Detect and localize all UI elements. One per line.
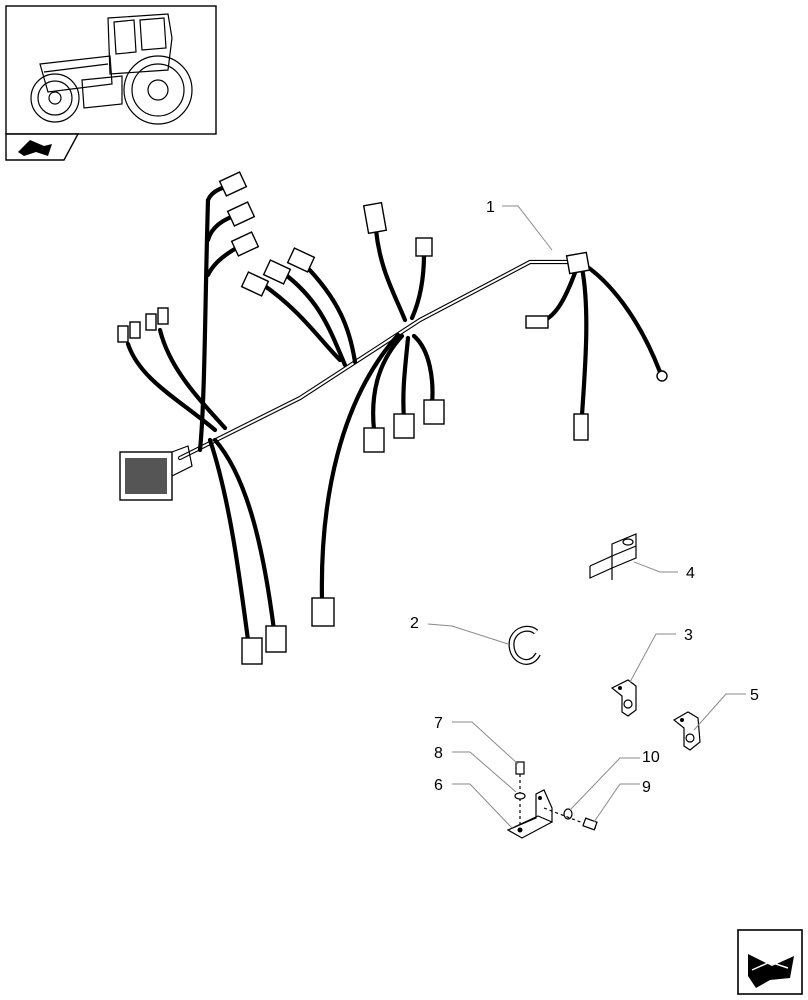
connector-plug bbox=[145, 307, 169, 331]
main-wiring-harness bbox=[117, 171, 668, 665]
connector-plug bbox=[311, 597, 335, 627]
connector-plug bbox=[415, 237, 433, 257]
bolt-part-7 bbox=[515, 761, 525, 828]
callout-4: 4 bbox=[686, 565, 695, 582]
callout-2: 2 bbox=[410, 615, 419, 632]
connector-plug bbox=[393, 413, 415, 439]
connector-plug bbox=[525, 315, 549, 329]
callout-1: 1 bbox=[486, 199, 495, 216]
washer-part-8 bbox=[514, 792, 526, 800]
leader-lines bbox=[427, 205, 746, 829]
page-back-arrow-icon[interactable] bbox=[5, 133, 80, 161]
clamp-ring-part-2 bbox=[508, 625, 541, 665]
clip-part-4 bbox=[589, 533, 637, 580]
callout-10: 10 bbox=[642, 749, 660, 766]
connector-plug bbox=[240, 271, 270, 297]
connector-plug bbox=[286, 247, 316, 273]
bracket-part-5 bbox=[672, 711, 701, 751]
connector-plug bbox=[117, 321, 141, 343]
callout-labels: 1 2 3 4 5 6 7 8 9 10 bbox=[410, 199, 759, 796]
tractor-thumbnail-icon[interactable] bbox=[5, 5, 217, 135]
callout-3: 3 bbox=[684, 627, 693, 644]
connector-plug bbox=[226, 201, 256, 227]
callout-8: 8 bbox=[434, 745, 443, 762]
connector-plug bbox=[218, 171, 248, 197]
callout-9: 9 bbox=[642, 779, 651, 796]
washer-part-10 bbox=[543, 807, 597, 829]
connector-plug bbox=[362, 201, 388, 235]
ring-terminal bbox=[656, 370, 668, 382]
next-page-arrow-icon[interactable] bbox=[737, 929, 803, 995]
mounting-bracket-part-6 bbox=[506, 789, 553, 839]
connector-plug bbox=[230, 231, 260, 257]
connector-plug bbox=[573, 413, 589, 441]
callout-6: 6 bbox=[434, 777, 443, 794]
connector-plug bbox=[423, 399, 445, 425]
connector-plug bbox=[265, 625, 287, 653]
bracket-part-3 bbox=[610, 679, 637, 717]
connector-plug bbox=[262, 259, 292, 285]
harness-main-connector bbox=[119, 445, 193, 501]
connector-plug bbox=[363, 427, 385, 453]
bolt-part-9 bbox=[582, 817, 598, 831]
callout-7: 7 bbox=[434, 715, 443, 732]
connector-plug bbox=[241, 637, 263, 665]
callout-5: 5 bbox=[750, 687, 759, 704]
